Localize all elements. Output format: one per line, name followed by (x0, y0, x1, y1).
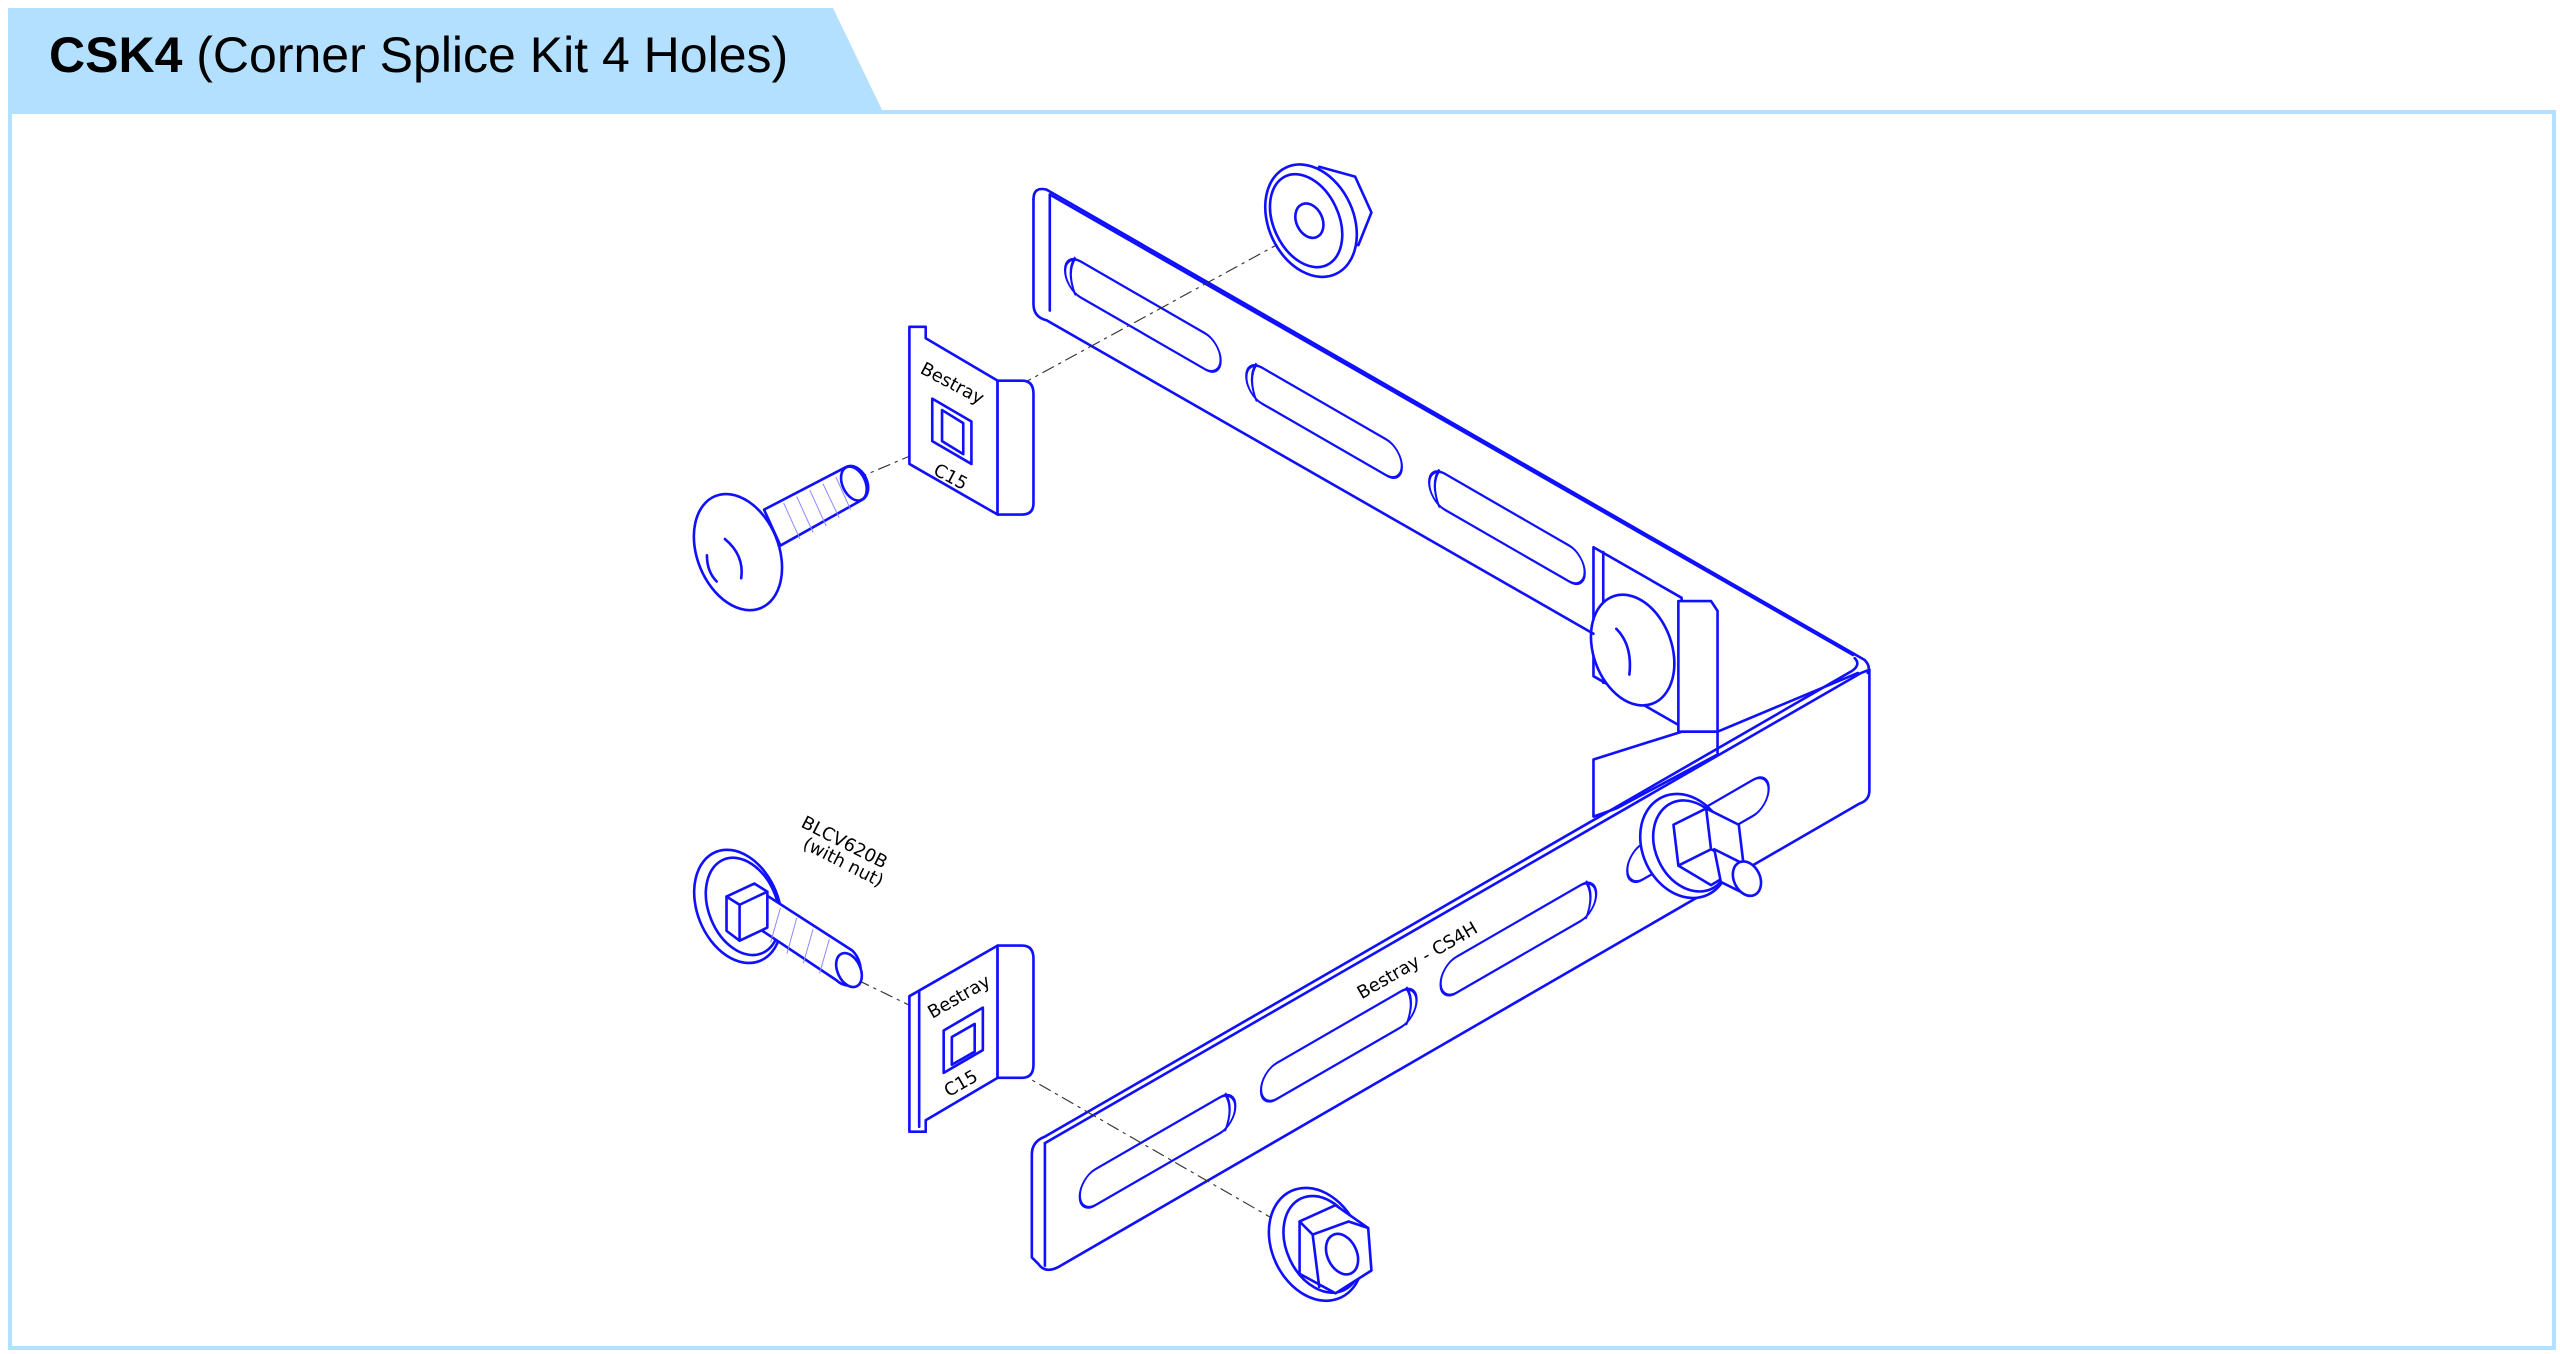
hidden-bolt-head (1589, 593, 1676, 707)
slot (1078, 1092, 1237, 1209)
splice-clip-bottom: Bestray C15 (908, 944, 1035, 1133)
slot (1063, 256, 1222, 373)
slot (1439, 880, 1598, 997)
product-description: (Corner Splice Kit 4 Holes) (196, 27, 789, 83)
drawing-frame (8, 110, 2556, 1350)
page-title: CSK4 (Corner Splice Kit 4 Holes) (49, 30, 788, 80)
corner-splice-bracket: Bestray - CS4H (1030, 187, 1871, 1272)
slot (1245, 362, 1403, 479)
flange-nut-right (1638, 792, 1763, 900)
flange-nut-bottom (1267, 1186, 1373, 1303)
title-banner (8, 8, 883, 112)
product-code: CSK4 (49, 27, 183, 83)
splice-clip-top: Bestray C15 (908, 325, 1035, 516)
flange-nut-top (1263, 163, 1373, 279)
centre-line (856, 979, 915, 1009)
centre-line (1021, 228, 1307, 385)
centre-line (860, 453, 915, 478)
slot (1259, 986, 1418, 1103)
banner-shape (8, 8, 883, 112)
slot (1428, 469, 1586, 586)
carriage-bolt-top (692, 464, 870, 612)
carriage-bolt-bottom: BLCV620B (with nut) (692, 812, 891, 989)
